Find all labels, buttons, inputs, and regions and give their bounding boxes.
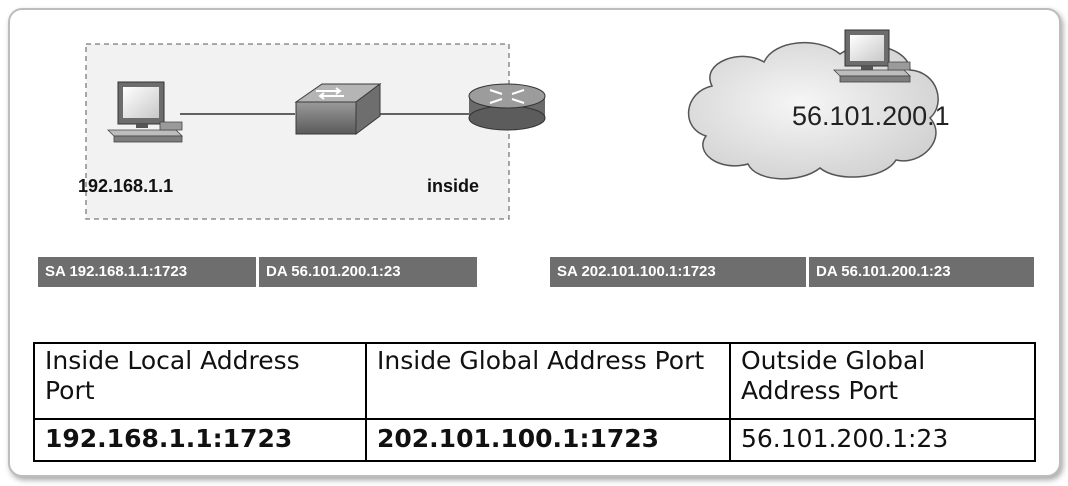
- cell-outside-global: 56.101.200.1:23: [729, 418, 1036, 462]
- header-inside-global: Inside Global Address Port: [365, 342, 731, 420]
- switch-icon: [294, 83, 382, 135]
- table-row: 192.168.1.1:1723 202.101.100.1:1723 56.1…: [33, 418, 1036, 462]
- cell-inside-local: 192.168.1.1:1723: [33, 418, 367, 462]
- nat-translation-table: Inside Local Address Port Inside Global …: [33, 342, 1036, 462]
- router-icon: [468, 83, 546, 131]
- header-outside-global: Outside Global Address Port: [729, 342, 1036, 420]
- remote-host-ip-label: 56.101.200.1: [792, 101, 950, 131]
- table-header-row: Inside Local Address Port Inside Global …: [33, 342, 1036, 420]
- inside-packet-source: SA 192.168.1.1:1723: [38, 257, 256, 287]
- pc-icon: [833, 29, 911, 83]
- inside-interface-label: inside: [427, 176, 480, 196]
- inside-packet-destination: DA 56.101.200.1:23: [259, 257, 477, 287]
- header-inside-local: Inside Local Address Port: [33, 342, 367, 420]
- outside-packet-source: SA 202.101.100.1:1723: [550, 257, 806, 287]
- outside-packet-destination: DA 56.101.200.1:23: [809, 257, 1034, 287]
- cell-inside-global: 202.101.100.1:1723: [365, 418, 731, 462]
- pc-icon: [107, 81, 183, 143]
- inside-host-ip-label: 192.168.1.1: [78, 176, 174, 196]
